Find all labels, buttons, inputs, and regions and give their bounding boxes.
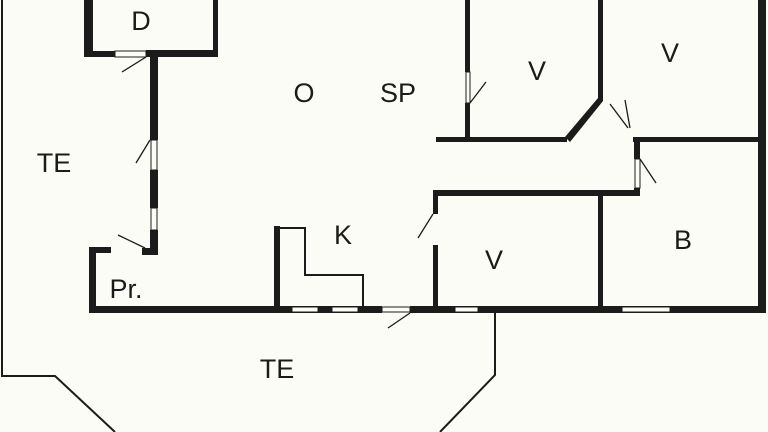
room-label-bathroom: B xyxy=(674,225,692,255)
room-label-utility: Pr. xyxy=(109,274,142,304)
room-label-bedroom-2: V xyxy=(661,38,679,68)
terrace-outline-south xyxy=(439,313,496,432)
terrace-outline-west xyxy=(1,0,116,432)
room-label-bedroom-3: V xyxy=(485,245,503,275)
room-label-storage: D xyxy=(131,6,151,36)
room-label-terrace-south: TE xyxy=(260,354,295,384)
room-label-bedroom-1: V xyxy=(528,56,546,86)
room-label-kitchen: K xyxy=(334,220,352,250)
windows xyxy=(114,50,671,313)
door-swings xyxy=(117,56,657,329)
walls xyxy=(84,0,766,313)
room-label-living: O xyxy=(293,78,314,108)
room-label-terrace-west: TE xyxy=(37,148,72,178)
kitchen-counter xyxy=(278,227,364,307)
room-label-sleeping-area: SP xyxy=(380,78,416,108)
